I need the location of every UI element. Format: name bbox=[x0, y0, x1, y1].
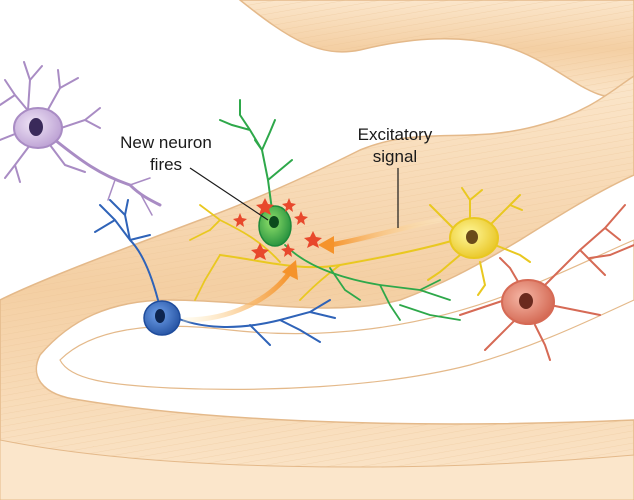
spark-star-icon bbox=[251, 243, 269, 260]
blue-to-green-signal-arrow bbox=[182, 260, 298, 323]
tissue-band-upper bbox=[238, 0, 634, 99]
purple-neuron bbox=[0, 61, 162, 216]
excitatory-signal-arrow bbox=[318, 217, 443, 254]
new-neuron-fires-label: New neuron fires bbox=[104, 132, 228, 176]
spark-star-icon bbox=[281, 243, 295, 257]
new-neuron-leader-line bbox=[189, 167, 269, 221]
tissue-band-main bbox=[0, 75, 634, 500]
firing-sparks bbox=[233, 198, 322, 260]
red-neuron bbox=[459, 204, 634, 361]
new-neuron-label-line1: New neuron bbox=[120, 133, 212, 152]
yellow-neuron bbox=[189, 187, 531, 301]
blue-neuron bbox=[94, 199, 336, 346]
spark-star-icon bbox=[282, 198, 296, 212]
spark-star-icon bbox=[233, 213, 247, 227]
new-neuron-label-line2: fires bbox=[149, 155, 183, 174]
excitatory-signal-label: Excitatory signal bbox=[336, 124, 454, 168]
spark-star-icon bbox=[304, 231, 322, 248]
spark-star-icon bbox=[294, 211, 308, 225]
excitatory-label-line1: Excitatory bbox=[357, 125, 433, 144]
green-neuron bbox=[219, 99, 461, 321]
spark-star-icon bbox=[256, 198, 274, 215]
excitatory-label-line2: signal bbox=[372, 147, 418, 166]
